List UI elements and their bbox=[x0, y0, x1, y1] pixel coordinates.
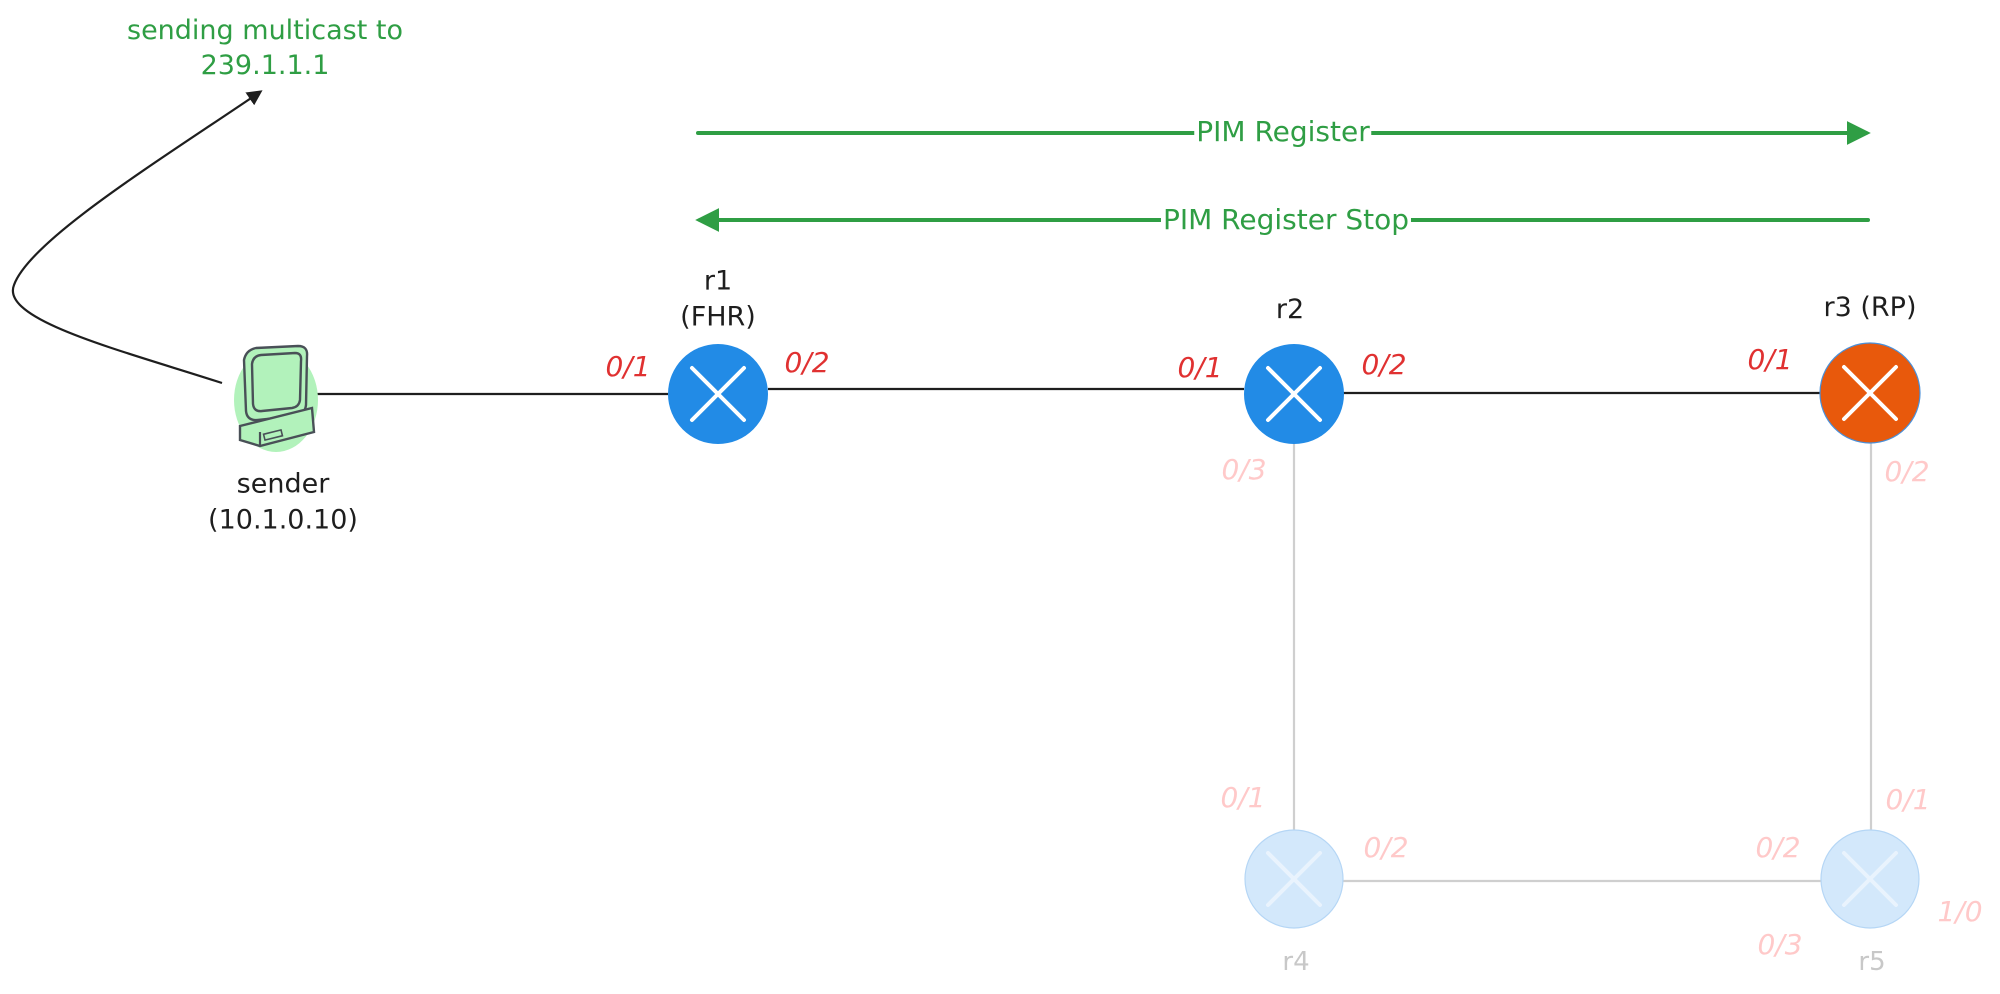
sender-name: sender bbox=[236, 468, 330, 500]
sender-host-icon[interactable] bbox=[234, 344, 318, 452]
annotation-arrow bbox=[11, 90, 263, 385]
r5-port-0-1: 0/1 bbox=[1885, 783, 1931, 816]
sender-label: sender (10.1.0.10) bbox=[208, 467, 358, 540]
r1-role: (FHR) bbox=[680, 302, 756, 333]
r5-label: r5 bbox=[1858, 947, 1886, 977]
r4-port-0-2: 0/2 bbox=[1363, 831, 1409, 864]
sender-ip: (10.1.0.10) bbox=[208, 505, 358, 536]
r2-port-0-1: 0/1 bbox=[1177, 351, 1223, 384]
r3-label: r3 (RP) bbox=[1823, 291, 1917, 323]
router-r5[interactable] bbox=[1820, 829, 1920, 929]
r5-port-0-2: 0/2 bbox=[1755, 831, 1801, 864]
router-r4[interactable] bbox=[1244, 829, 1344, 929]
router-r2[interactable] bbox=[1244, 344, 1344, 444]
router-r3-rp[interactable] bbox=[1819, 342, 1921, 444]
r5-port-0-3: 0/3 bbox=[1757, 928, 1803, 961]
r2-port-0-3: 0/3 bbox=[1221, 453, 1267, 486]
r1-label: r1 (FHR) bbox=[680, 264, 756, 337]
r2-label: r2 bbox=[1275, 293, 1305, 325]
r4-label: r4 bbox=[1282, 947, 1310, 977]
r5-port-1-0: 1/0 bbox=[1937, 895, 1983, 928]
pim-register-label: PIM Register bbox=[1194, 115, 1372, 148]
annotation-line-2: 239.1.1.1 bbox=[200, 50, 330, 81]
pim-register-stop-label: PIM Register Stop bbox=[1160, 203, 1412, 236]
r3-port-0-2: 0/2 bbox=[1884, 455, 1930, 488]
r1-name: r1 bbox=[703, 265, 733, 297]
router-r1[interactable] bbox=[668, 344, 768, 444]
r4-port-0-1: 0/1 bbox=[1220, 781, 1266, 814]
annotation-line-1: sending multicast to bbox=[127, 14, 403, 46]
annotation-text: sending multicast to 239.1.1.1 bbox=[127, 13, 403, 83]
r2-port-0-2: 0/2 bbox=[1361, 348, 1407, 381]
r3-port-0-1: 0/1 bbox=[1747, 343, 1793, 376]
r1-port-0-1: 0/1 bbox=[605, 350, 651, 383]
r1-port-0-2: 0/2 bbox=[784, 346, 830, 379]
